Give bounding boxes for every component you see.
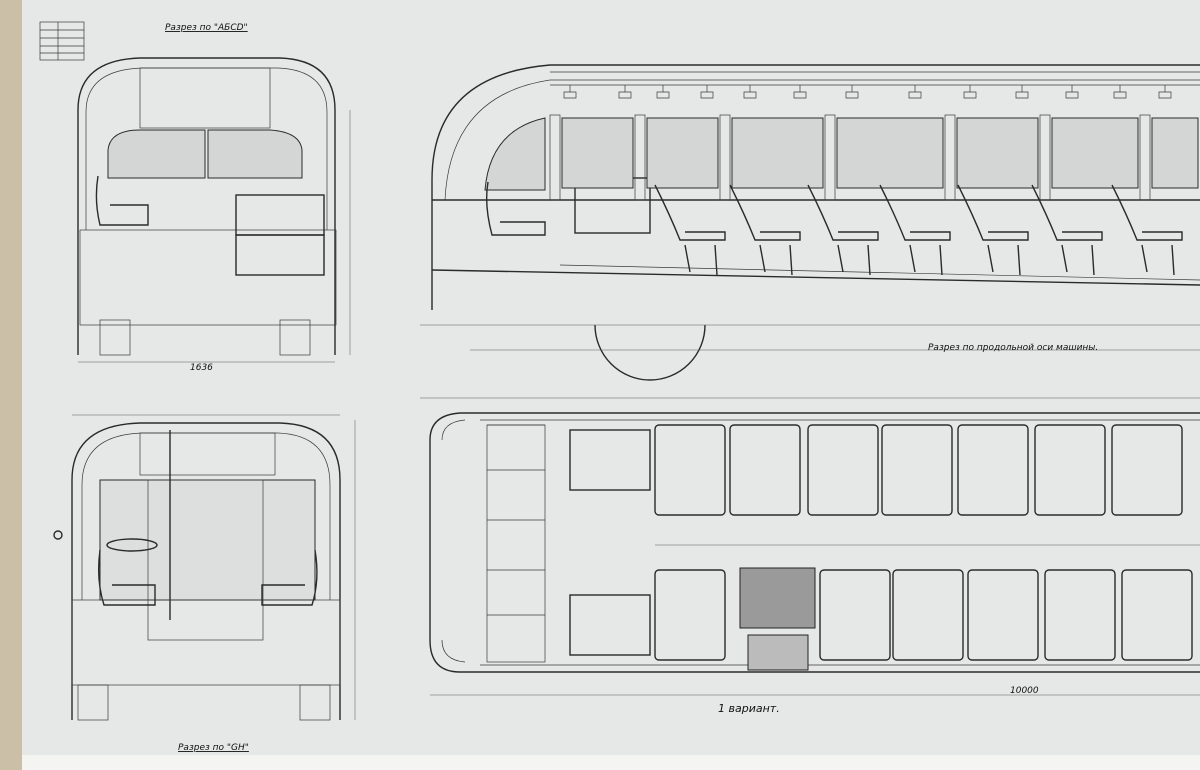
- side-window: [836, 117, 944, 189]
- front-section-view: 1636: [77, 57, 351, 373]
- hand-strap: [563, 85, 577, 99]
- window-pillar: [824, 114, 836, 201]
- plan-variant-title: 1 вариант.: [718, 702, 780, 715]
- title-block-table: [39, 21, 85, 61]
- rear-section-view: [53, 414, 356, 721]
- passenger-seat: [654, 184, 726, 276]
- window-pillar: [1139, 114, 1151, 201]
- side-window: [646, 117, 719, 189]
- window-pillar: [1039, 114, 1051, 201]
- seat-pair-right: [1044, 569, 1116, 661]
- window-pillar: [719, 114, 731, 201]
- passenger-seat: [957, 184, 1029, 276]
- hand-strap: [618, 85, 632, 99]
- hand-strap: [656, 85, 670, 99]
- photo-edge: [0, 0, 22, 770]
- plan-view: 10000: [420, 397, 1200, 696]
- seat-pair-right: [1121, 569, 1193, 661]
- passenger-seat: [807, 184, 879, 276]
- side-window: [1051, 117, 1139, 189]
- seat-pair-left: [729, 424, 801, 516]
- hand-strap: [963, 85, 977, 99]
- seat-pair-left: [1034, 424, 1106, 516]
- front-section-title: Разрез по "АБСD": [165, 23, 248, 33]
- hand-strap: [1015, 85, 1029, 99]
- window-pillar: [634, 114, 646, 201]
- window-pillar: [549, 114, 561, 201]
- window-pillar: [944, 114, 956, 201]
- seat-pair-right: [892, 569, 964, 661]
- seat-pair-right: [819, 569, 891, 661]
- longitudinal-section-view: [420, 64, 1200, 381]
- passenger-seat: [1031, 184, 1103, 276]
- seat-pair-left: [881, 424, 953, 516]
- passenger-seat: [1111, 184, 1183, 276]
- side-window: [1151, 117, 1199, 189]
- side-window: [561, 117, 634, 189]
- side-window: [731, 117, 824, 189]
- hand-strap: [700, 85, 714, 99]
- front-width-dimension: 1636: [190, 363, 213, 373]
- hand-strap: [1113, 85, 1127, 99]
- hand-strap: [793, 85, 807, 99]
- longitudinal-section-title: Разрез по продольной оси машины.: [928, 343, 1098, 353]
- seat-pair-right: [967, 569, 1039, 661]
- rear-hatch: [747, 634, 809, 671]
- hand-strap: [743, 85, 757, 99]
- length-dimension: 10000: [1010, 686, 1039, 696]
- hand-strap: [1158, 85, 1172, 99]
- passenger-seat: [879, 184, 951, 276]
- side-window: [956, 117, 1039, 189]
- hand-strap: [908, 85, 922, 99]
- seat-pair-right: [654, 569, 726, 661]
- seat-pair-left: [1111, 424, 1183, 516]
- seat-pair-left: [957, 424, 1029, 516]
- seat-pair-left: [654, 424, 726, 516]
- passenger-seat: [729, 184, 801, 276]
- engine-hatch: [739, 567, 816, 629]
- hand-strap: [1065, 85, 1079, 99]
- rear-section-title: Разрез по "GH": [178, 743, 249, 753]
- hand-strap: [845, 85, 859, 99]
- seat-pair-left: [807, 424, 879, 516]
